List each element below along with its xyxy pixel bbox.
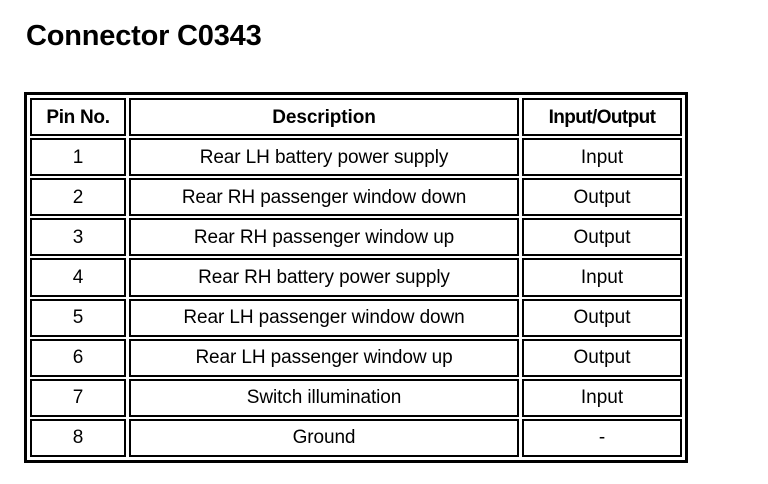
table-row: 4 Rear RH battery power supply Input [30, 258, 682, 297]
cell-pin-no: 4 [30, 258, 126, 297]
cell-pin-no: 5 [30, 298, 126, 337]
cell-description: Rear LH battery power supply [129, 138, 519, 177]
connector-pinout-table: Pin No. Description Input/Output 1 Rear … [24, 92, 688, 463]
table-row: 6 Rear LH passenger window up Output [30, 338, 682, 377]
header-cell-description: Description [129, 98, 519, 137]
cell-pin-no: 2 [30, 178, 126, 217]
table-header-row: Pin No. Description Input/Output [30, 98, 682, 137]
cell-description: Rear LH passenger window down [129, 298, 519, 337]
cell-description: Switch illumination [129, 378, 519, 417]
header-cell-pin-no: Pin No. [30, 98, 126, 137]
table-row: 5 Rear LH passenger window down Output [30, 298, 682, 337]
cell-description: Rear RH battery power supply [129, 258, 519, 297]
cell-description: Ground [129, 418, 519, 457]
table-row: 7 Switch illumination Input [30, 378, 682, 417]
cell-input-output: Output [522, 338, 682, 377]
cell-pin-no: 7 [30, 378, 126, 417]
table-row: 3 Rear RH passenger window up Output [30, 218, 682, 257]
header-cell-input-output: Input/Output [522, 98, 682, 137]
cell-description: Rear RH passenger window up [129, 218, 519, 257]
cell-input-output: Input [522, 258, 682, 297]
table-row: 2 Rear RH passenger window down Output [30, 178, 682, 217]
table-row: 8 Ground - [30, 418, 682, 457]
page-title: Connector C0343 [26, 20, 262, 52]
cell-pin-no: 1 [30, 138, 126, 177]
cell-input-output: - [522, 418, 682, 457]
cell-pin-no: 3 [30, 218, 126, 257]
cell-input-output: Input [522, 138, 682, 177]
cell-input-output: Input [522, 378, 682, 417]
cell-input-output: Output [522, 218, 682, 257]
cell-input-output: Output [522, 178, 682, 217]
table-body: Pin No. Description Input/Output 1 Rear … [27, 95, 685, 460]
cell-input-output: Output [522, 298, 682, 337]
cell-description: Rear RH passenger window down [129, 178, 519, 217]
cell-description: Rear LH passenger window up [129, 338, 519, 377]
table-row: 1 Rear LH battery power supply Input [30, 138, 682, 177]
cell-pin-no: 8 [30, 418, 126, 457]
cell-pin-no: 6 [30, 338, 126, 377]
